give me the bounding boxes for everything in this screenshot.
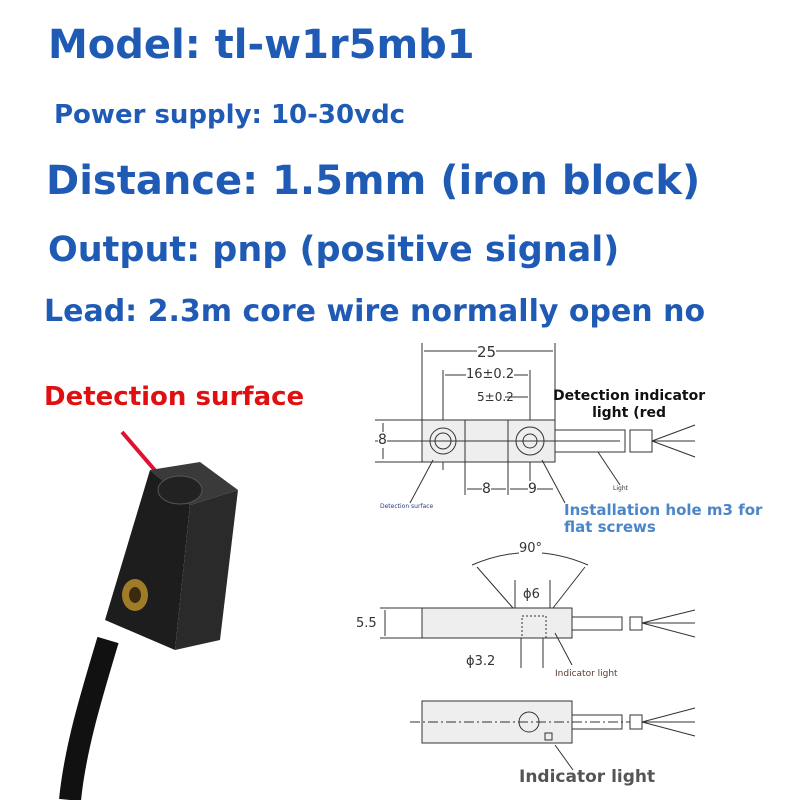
lead-heading: Lead: 2.3m core wire normally open no xyxy=(44,294,706,329)
dim-9: 9 xyxy=(528,481,537,497)
dim-phi6: ϕ6 xyxy=(523,587,540,602)
installation-hole-note: Installation hole m3 for flat screws xyxy=(564,502,762,536)
detection-surface-label: Detection surface xyxy=(44,382,305,412)
output-heading: Output: pnp (positive signal) xyxy=(48,230,620,270)
side-view-drawing xyxy=(380,552,696,771)
dim-8: 8 xyxy=(482,481,491,497)
model-heading: Model: tl-w1r5mb1 xyxy=(48,22,475,68)
detection-surface-small: Detection surface xyxy=(380,503,434,510)
detection-indicator-line2: light (red xyxy=(592,405,667,421)
dim-16: 16±0.2 xyxy=(466,367,515,382)
dim-phi3-2: ϕ3.2 xyxy=(466,654,496,669)
installation-hole-line1: Installation hole m3 for xyxy=(564,501,763,519)
sensor-photo xyxy=(59,430,238,800)
installation-hole-line2: flat screws xyxy=(564,518,656,536)
top-view-drawing xyxy=(375,343,696,504)
dim-25: 25 xyxy=(477,343,497,361)
angle-90: 90° xyxy=(519,541,543,556)
indicator-light-label: Indicator light xyxy=(519,767,656,787)
power-supply-text: Power supply: 10-30vdc xyxy=(54,100,406,130)
dim-5: 5±0.2 xyxy=(477,390,514,404)
indicator-light-small: Indicator light xyxy=(555,669,618,679)
distance-heading: Distance: 1.5mm (iron block) xyxy=(46,158,701,204)
detection-indicator-line1: Detection indicator xyxy=(553,388,706,404)
detection-indicator-label: Detection indicator light (red xyxy=(553,388,705,422)
dim-5-5: 5.5 xyxy=(356,616,377,631)
dim-8-height: 8 xyxy=(378,432,387,448)
light-small: Light xyxy=(613,485,628,492)
